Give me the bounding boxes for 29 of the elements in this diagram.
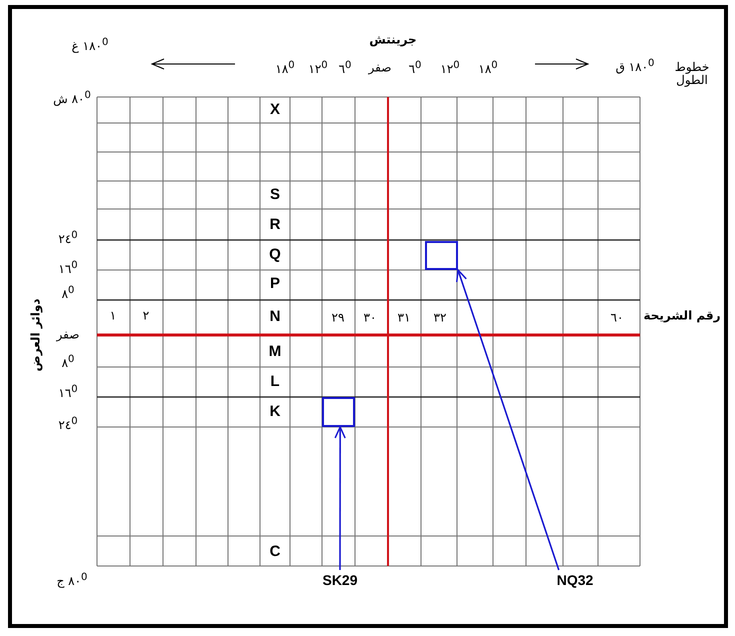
zone-number: ١ bbox=[110, 309, 116, 323]
grid-code-label: SK29 bbox=[315, 570, 365, 590]
row-letter: M bbox=[268, 344, 282, 360]
axis-title: خطوط الطول bbox=[674, 60, 710, 88]
axis-title: دوائر العرض bbox=[29, 298, 43, 372]
row-letter: R bbox=[270, 216, 280, 234]
zone-number: ٣١ bbox=[398, 311, 410, 325]
row-letter: N bbox=[270, 308, 280, 326]
zone-number: ٢ bbox=[142, 309, 150, 323]
row-letter: L bbox=[270, 374, 280, 390]
zone-number: ٢٩ bbox=[332, 311, 344, 325]
zone-number: ٣٠ bbox=[364, 311, 376, 325]
grid-zone-square bbox=[322, 397, 355, 427]
row-letter: K bbox=[270, 404, 280, 420]
row-letter: S bbox=[270, 186, 280, 204]
zone-number: ٣٢ bbox=[434, 311, 446, 325]
grid-zone-square bbox=[425, 241, 458, 270]
arrow bbox=[334, 426, 346, 570]
zone-number: ٦٠ bbox=[610, 311, 624, 325]
grid-code-label: NQ32 bbox=[548, 570, 602, 590]
row-letter: Q bbox=[269, 246, 281, 264]
degree-label: صفر bbox=[368, 61, 392, 75]
axis-title: رقم الشريحة bbox=[643, 309, 721, 323]
arrow bbox=[456, 269, 560, 570]
degree-label: صفر bbox=[56, 328, 80, 342]
row-letter: X bbox=[270, 102, 280, 118]
row-letter: P bbox=[270, 276, 280, 292]
row-letter: C bbox=[270, 544, 280, 560]
meridian-title: جرينتش bbox=[369, 33, 417, 47]
